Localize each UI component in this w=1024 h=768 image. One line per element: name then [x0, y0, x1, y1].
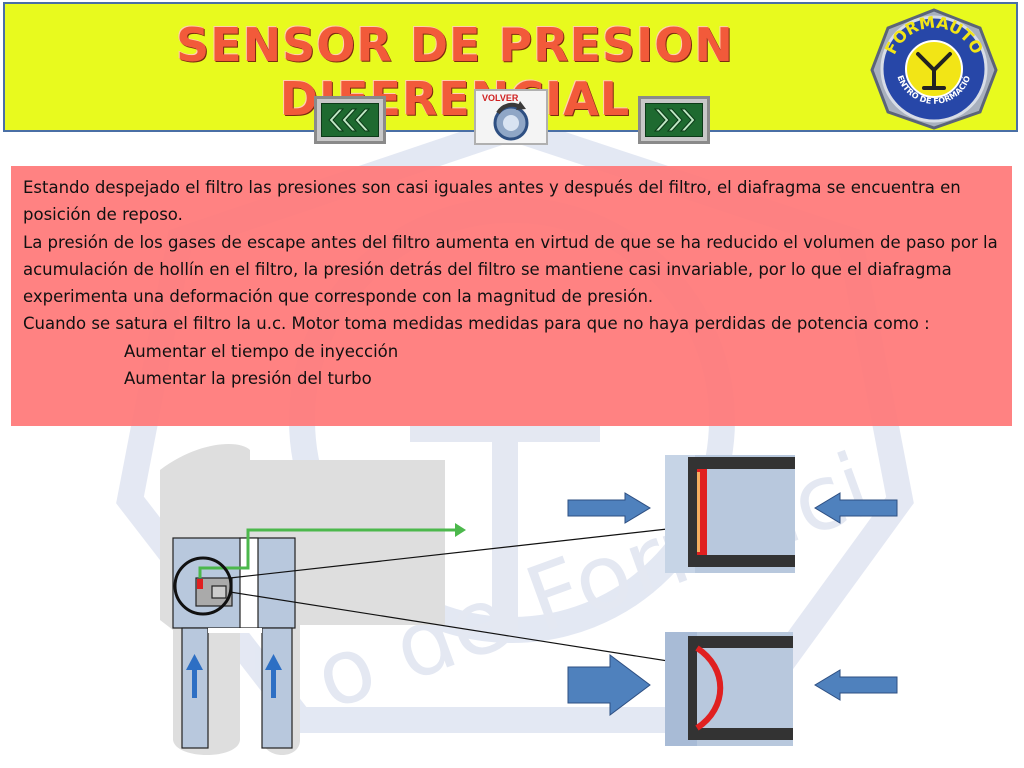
formauto-logo: FORMAUTO CENTRO DE FORMACIÓN: [868, 6, 998, 130]
list-item-1: Aumentar el tiempo de inyección: [124, 341, 399, 361]
pressure-arrows-top: [567, 492, 898, 524]
paragraph-3: Cuando se satura el filtro la u.c. Motor…: [23, 314, 930, 334]
list-item-2: Aumentar la presión del turbo: [124, 369, 372, 389]
return-arrow-icon: [493, 101, 529, 141]
next-button[interactable]: [638, 96, 710, 144]
paragraph-2: La presión de los gases de escape antes …: [23, 232, 998, 307]
paragraph-1: Estando despejado el filtro las presione…: [23, 178, 961, 225]
triple-chevron-left-icon: [328, 108, 371, 132]
magnifier-circle: [173, 556, 233, 616]
sensor-housing: [160, 444, 445, 755]
pressure-arrows-bottom: [567, 654, 898, 716]
detail-diaphragm-deformed: [665, 632, 793, 746]
triple-chevron-right-icon: [653, 108, 696, 132]
inlet-arrows: [186, 654, 282, 698]
sensor-diagram: [160, 444, 898, 755]
detail-diaphragm-rest: [665, 455, 795, 573]
previous-button[interactable]: [314, 96, 386, 144]
page-title: SENSOR DE PRESION DIFERENCIAL: [176, 18, 734, 126]
signal-line: [198, 528, 455, 578]
explanation-text-box: Estando despejado el filtro las presione…: [11, 166, 1012, 426]
volver-label: VOLVER: [482, 93, 519, 103]
volver-button[interactable]: VOLVER: [474, 89, 548, 145]
